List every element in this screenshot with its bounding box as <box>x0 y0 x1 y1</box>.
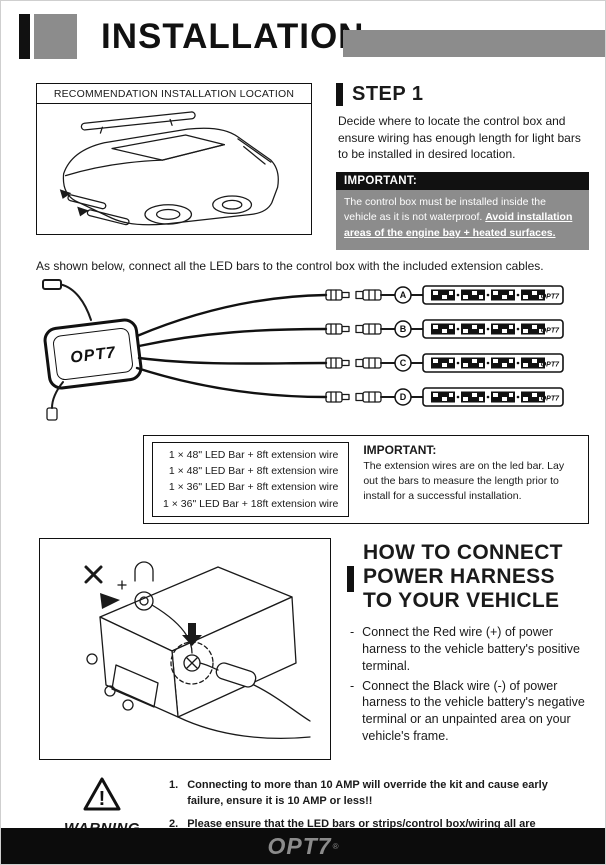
recommendation-box: RECOMMENDATION INSTALLATION LOCATION <box>36 83 312 235</box>
truck-illustration <box>59 111 279 226</box>
step1-title: STEP 1 <box>352 83 424 105</box>
port-label-d: D <box>394 388 412 406</box>
port-label-b: B <box>394 320 412 338</box>
svg-text:C: C <box>400 358 407 368</box>
control-box-label: OPT7 <box>69 344 117 366</box>
warning-number: 2. <box>169 817 179 830</box>
bullet-dash: - <box>350 678 355 693</box>
battery-illustration-box <box>39 537 331 760</box>
wire-c <box>137 356 328 365</box>
led-bar-a <box>422 285 564 305</box>
bullet-dash: - <box>350 625 355 640</box>
important-text: The control box must be installed inside… <box>344 195 546 224</box>
wiring-diagram-svg: OPT7 OPT7 <box>42 278 564 421</box>
port-label-c: C <box>394 354 412 372</box>
wire-b <box>137 327 328 348</box>
step1-heading: STEP 1 <box>336 83 589 106</box>
connection-intro-text: As shown below, connect all the LED bars… <box>36 258 544 273</box>
led-bar-c <box>422 353 564 373</box>
power-harness-section: HOW TO CONNECT POWER HARNESS TO YOUR VEH… <box>347 538 589 760</box>
page-header: INSTALLATION <box>1 1 605 71</box>
extension-important-label: IMPORTANT: <box>363 442 437 457</box>
port-label-a: A <box>394 286 412 304</box>
parts-item: 1 × 36" LED Bar + 18ft extension wire <box>163 497 339 510</box>
power-bullet: - Connect the Red wire (+) of power harn… <box>350 624 589 674</box>
brand-logo: OPT7 <box>267 832 332 859</box>
svg-text:B: B <box>400 324 407 334</box>
warning-number: 1. <box>169 778 179 791</box>
wire-a <box>135 293 328 338</box>
warning-item: 1. Connecting to more than 10 AMP will o… <box>169 778 581 810</box>
parts-item: 1 × 48" LED Bar + 8ft extension wire <box>168 448 339 461</box>
power-bullet: - Connect the Black wire (-) of power ha… <box>350 678 589 745</box>
header-black-bar <box>19 14 30 59</box>
power-bullet-text: Connect the Black wire (-) of power harn… <box>362 678 585 743</box>
parts-section: 1 × 48" LED Bar + 8ft extension wire 1 ×… <box>143 434 589 524</box>
svg-text:D: D <box>400 392 407 402</box>
parts-item: 1 × 36" LED Bar + 8ft extension wire <box>168 481 339 494</box>
warning-text: Connecting to more than 10 AMP will over… <box>187 778 548 807</box>
trademark-symbol: ® <box>332 841 339 851</box>
important-header: IMPORTANT: <box>336 171 589 190</box>
power-title: HOW TO CONNECT POWER HARNESS TO YOUR VEH… <box>363 540 563 613</box>
header-gray-square <box>34 14 77 59</box>
aux-lead-wire <box>51 380 64 409</box>
led-bar-d <box>422 387 564 407</box>
wiring-diagram: OPT7 OPT7 <box>29 276 605 429</box>
heading-accent-bar <box>336 83 343 106</box>
control-box: OPT7 <box>43 318 143 390</box>
power-section: HOW TO CONNECT POWER HARNESS TO YOUR VEH… <box>39 537 589 760</box>
extension-important-body: The extension wires are on the led bar. … <box>363 459 565 503</box>
wire-d <box>135 366 328 399</box>
parts-item: 1 × 48" LED Bar + 8ft extension wire <box>168 465 339 478</box>
power-plug-icon <box>42 278 92 321</box>
step1-section: STEP 1 Decide where to locate the contro… <box>336 83 589 250</box>
page-title: INSTALLATION <box>101 17 365 56</box>
warning-triangle-icon: ! <box>83 777 121 811</box>
heading-accent-bar <box>347 566 354 593</box>
svg-text:A: A <box>400 290 407 300</box>
recommendation-title: RECOMMENDATION INSTALLATION LOCATION <box>37 84 311 104</box>
important-emphasis: Avoid installation areas of the engine b… <box>344 211 573 240</box>
step1-body: Decide where to locate the control box a… <box>338 114 581 162</box>
battery-illustration <box>84 561 311 739</box>
svg-text:!: ! <box>99 788 106 810</box>
top-section: RECOMMENDATION INSTALLATION LOCATION <box>36 83 589 250</box>
aux-lead-plug <box>46 407 58 421</box>
header-gray-rule <box>343 30 605 57</box>
power-bullet-text: Connect the Red wire (+) of power harnes… <box>362 625 580 673</box>
important-body: The control box must be installed inside… <box>336 189 589 250</box>
led-bar-b <box>422 319 564 339</box>
footer-bar: OPT7 ® <box>1 828 605 864</box>
extension-important: IMPORTANT: The extension wires are on th… <box>363 442 580 517</box>
power-bullets: - Connect the Red wire (+) of power harn… <box>350 624 589 744</box>
power-heading: HOW TO CONNECT POWER HARNESS TO YOUR VEH… <box>347 541 589 613</box>
parts-list: 1 × 48" LED Bar + 8ft extension wire 1 ×… <box>152 441 350 517</box>
